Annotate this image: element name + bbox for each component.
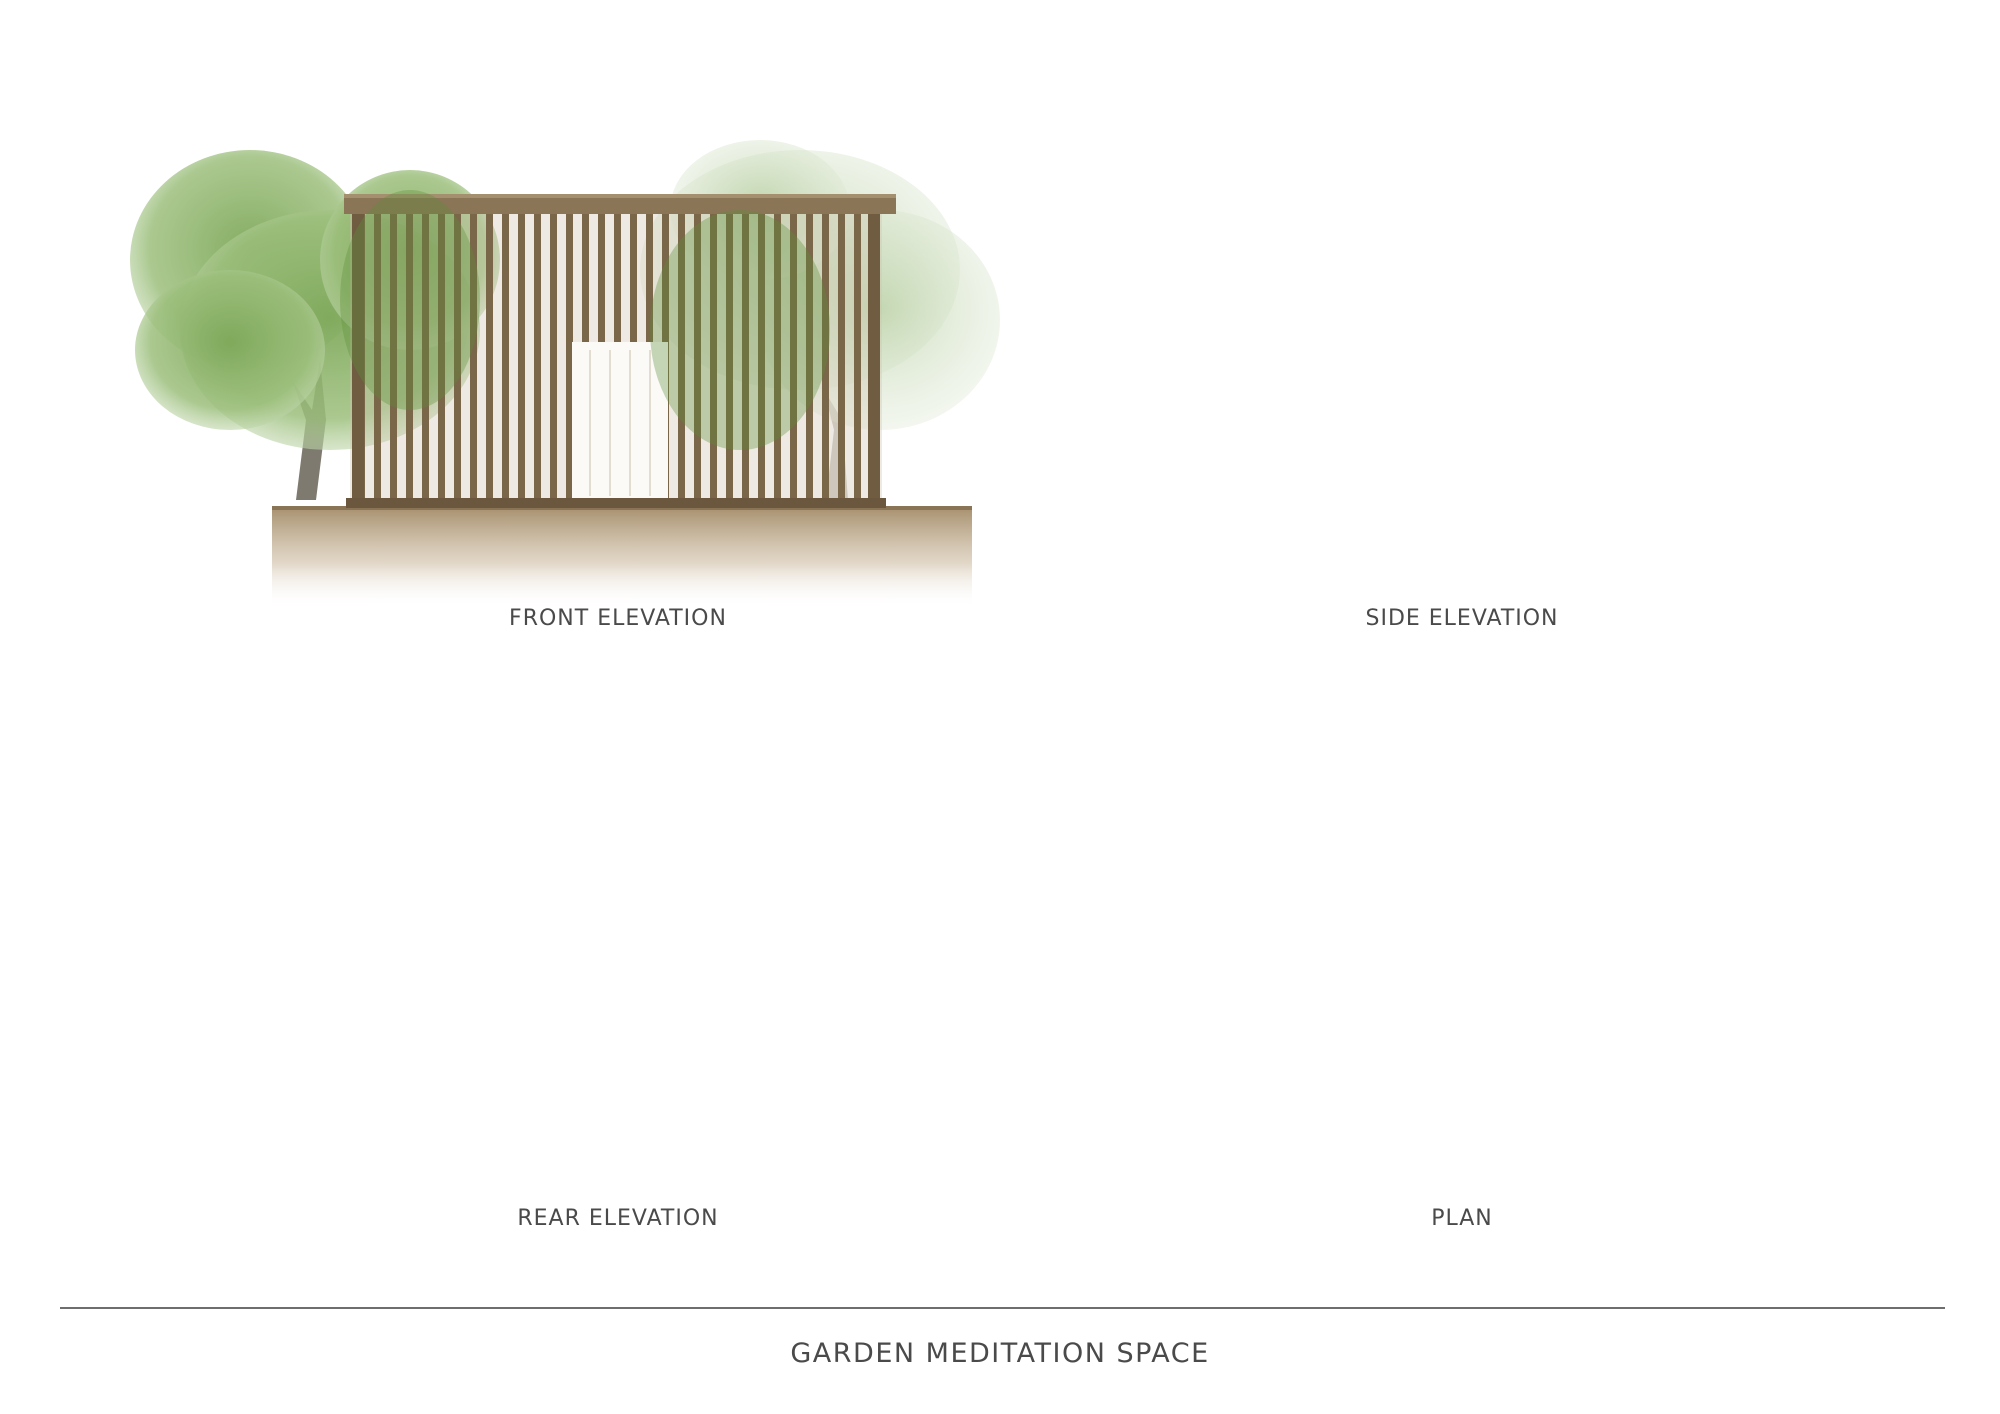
- front-elevation-label: FRONT ELEVATION: [509, 606, 727, 631]
- side-elevation-label: SIDE ELEVATION: [1365, 606, 1559, 631]
- front-elevation: [130, 140, 1000, 608]
- ground: [272, 508, 972, 608]
- plan-label: PLAN: [1431, 1206, 1493, 1231]
- title-divider: [60, 1307, 1945, 1309]
- sheet-title: GARDEN MEDITATION SPACE: [790, 1338, 1210, 1369]
- door-opening: [572, 342, 668, 498]
- pavilion-front: [340, 190, 896, 508]
- rear-elevation-label: REAR ELEVATION: [517, 1206, 719, 1231]
